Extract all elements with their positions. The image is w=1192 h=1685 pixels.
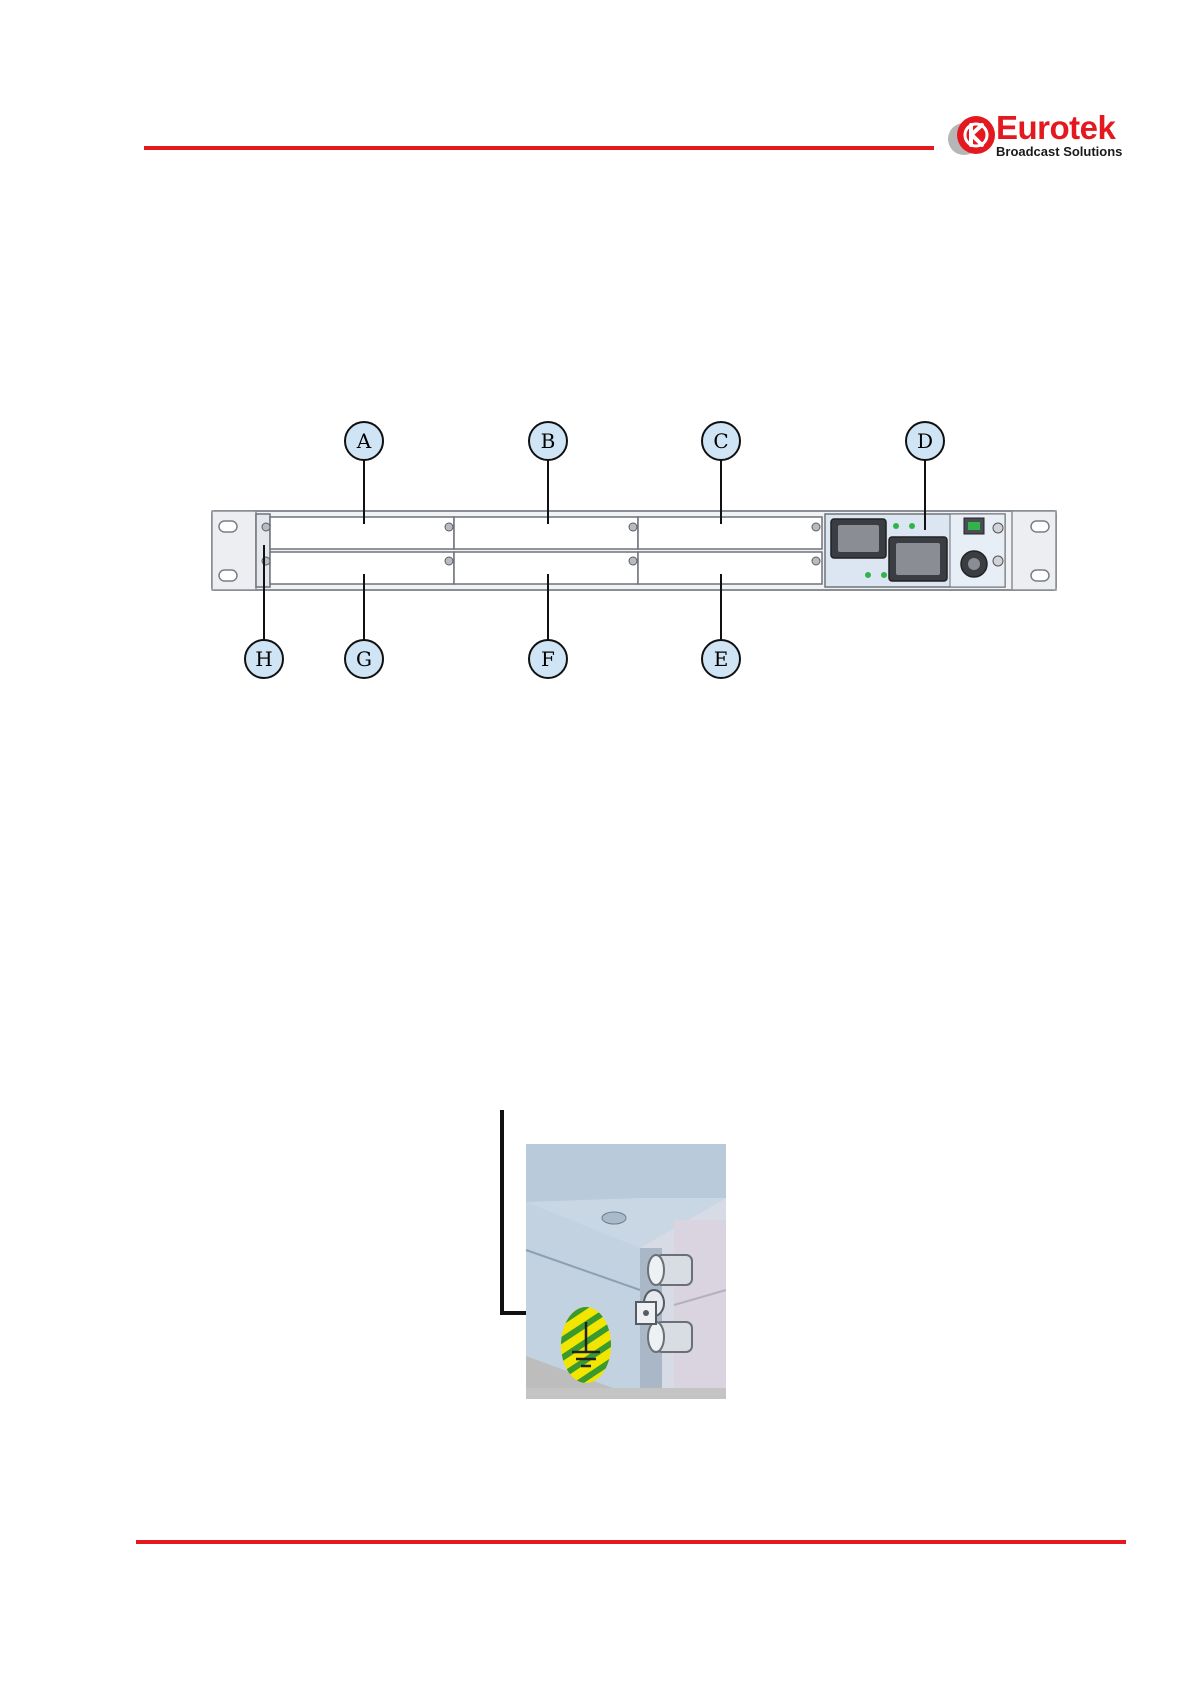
callout-b: B <box>529 422 567 460</box>
callout-b-label: B <box>541 429 556 453</box>
rear-panel-diagram: A B C D E F G H <box>0 0 1192 700</box>
slot-g <box>270 552 454 584</box>
thumb-screw-top <box>648 1255 692 1285</box>
callout-f: F <box>529 640 567 678</box>
callout-f-label: F <box>541 647 555 671</box>
callout-c: C <box>702 422 740 460</box>
ground-connection-photo <box>490 1100 740 1410</box>
slot-e <box>638 552 822 584</box>
callout-a: A <box>345 422 383 460</box>
callout-c-label: C <box>713 429 728 453</box>
callout-g: G <box>345 640 383 678</box>
slot-f <box>454 552 638 584</box>
slot-c <box>638 517 822 549</box>
power-supply-module <box>825 514 1005 587</box>
thumb-screw-bottom <box>648 1322 692 1352</box>
callout-e: E <box>702 640 740 678</box>
callout-e-label: E <box>714 647 729 671</box>
callout-d: D <box>906 422 944 460</box>
slot-b <box>454 517 638 549</box>
callout-a-label: A <box>356 429 372 453</box>
callout-h: H <box>245 640 283 678</box>
callout-d-label: D <box>917 429 933 453</box>
callout-g-label: G <box>356 647 372 671</box>
slot-a <box>270 517 454 549</box>
footer-rule <box>136 1540 1126 1544</box>
callout-h-label: H <box>255 647 272 671</box>
